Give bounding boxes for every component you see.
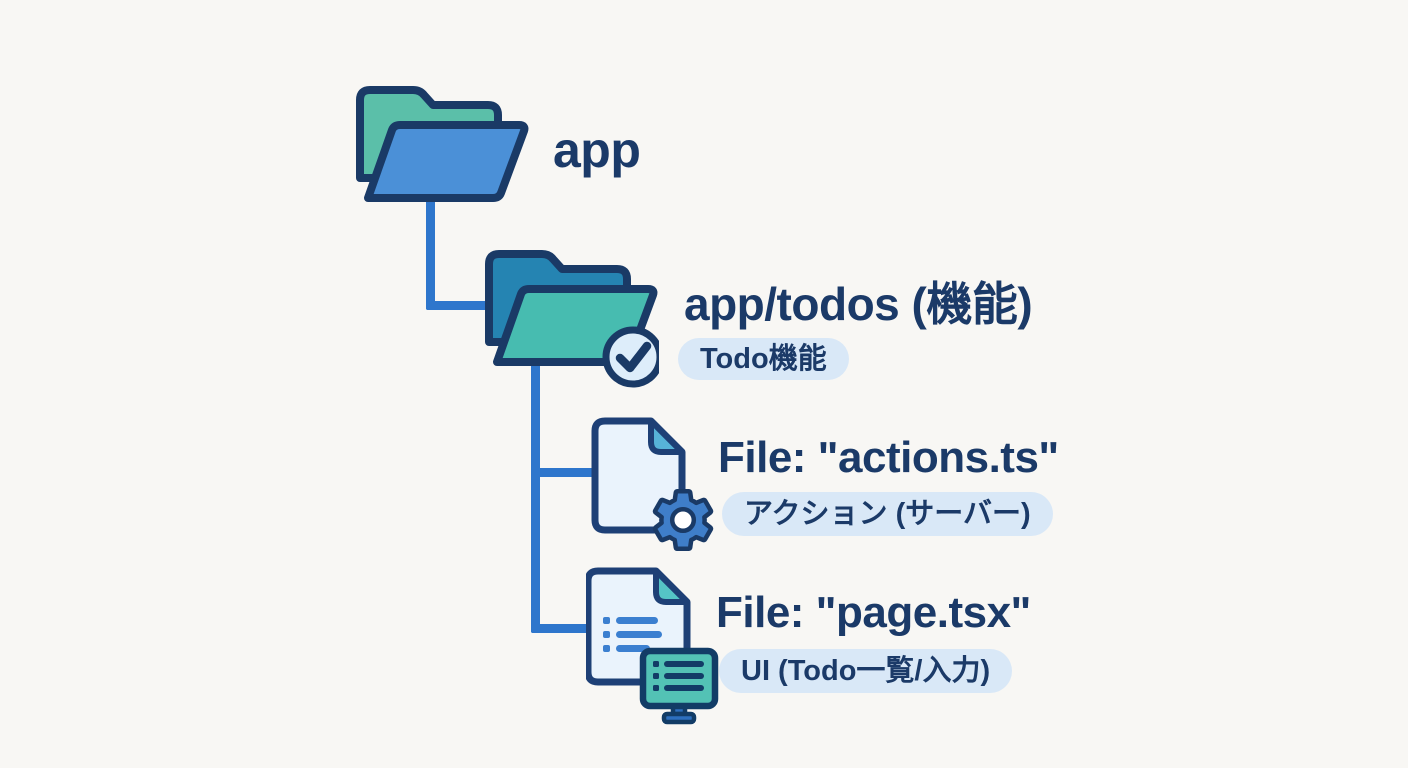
file-gear-icon — [591, 417, 714, 552]
folder-front — [364, 121, 529, 202]
file-list-monitor-icon — [586, 567, 719, 725]
connector-todos-vertical — [531, 360, 540, 633]
node-label-todos: app/todos (機能) — [684, 278, 1033, 330]
connector-app-to-todos — [426, 301, 497, 310]
node-label-actions: File: "actions.ts" — [718, 433, 1059, 482]
gear-body — [652, 488, 714, 552]
check-badge — [602, 326, 659, 388]
node-label-app: app — [553, 122, 641, 178]
connector-app-vertical — [426, 198, 435, 310]
file-fold-corner — [648, 418, 685, 455]
gear-center — [671, 508, 695, 532]
node-tag-page: UI (Todo一覧/入力) — [719, 649, 1013, 693]
file-fold-corner — [653, 568, 690, 605]
gear-icon — [652, 488, 714, 552]
monitor-icon — [639, 647, 719, 725]
open-folder-check-icon — [485, 250, 659, 388]
list-lines-icon — [603, 617, 662, 652]
open-folder-icon — [356, 86, 529, 202]
check-icon — [615, 341, 652, 373]
node-tag-actions: アクション (サーバー) — [722, 492, 1053, 536]
connector-todos-to-page — [531, 624, 600, 633]
node-tag-todos: Todo機能 — [678, 338, 849, 380]
node-label-page: File: "page.tsx" — [716, 588, 1031, 637]
connector-todos-to-actions — [531, 468, 600, 477]
